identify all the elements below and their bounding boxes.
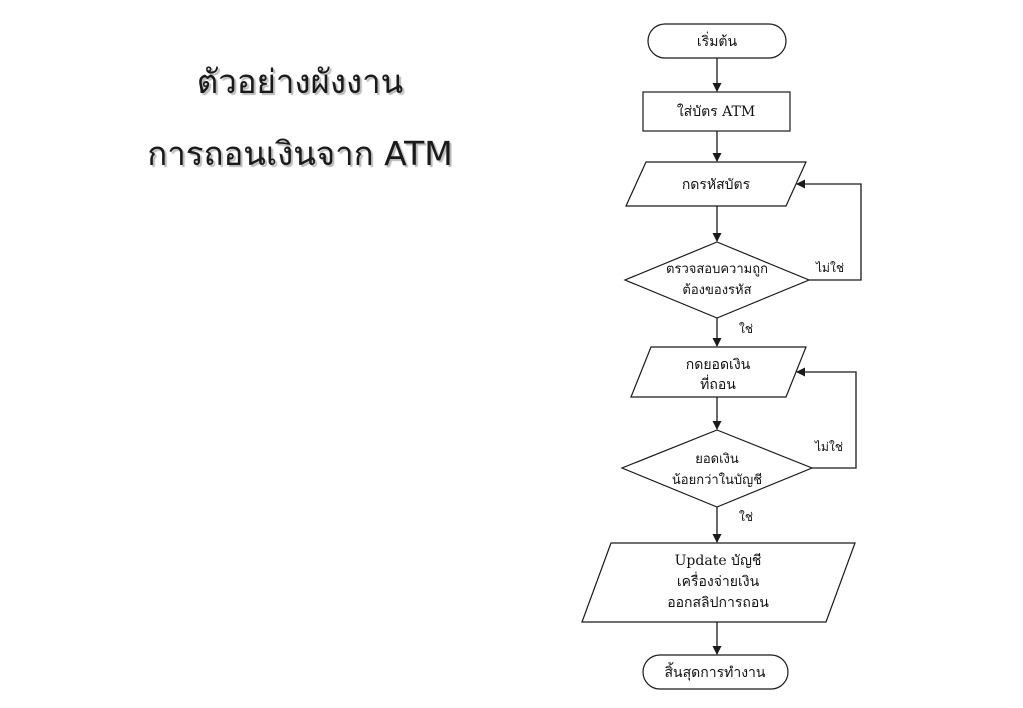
enter-amount-label-1: กดยอดเงิน [686, 357, 751, 373]
check-balance-decision: ยอดเงิน น้อยกว่าในบัญชี [620, 429, 814, 508]
update-output: Update บัญชี เครื่องจ่ายเงิน ออกสลิปการถ… [581, 542, 856, 623]
update-label-1: Update บัญชี [675, 553, 762, 569]
check-balance-label-2: น้อยกว่าในบัญชี [672, 472, 762, 488]
update-label-2: เครื่องจ่ายเงิน [677, 572, 760, 590]
loop-balance-insufficient [796, 367, 857, 469]
edge-label-no-1: ไม่ใช่ [815, 261, 844, 275]
start-terminator: เริ่มต้น [647, 23, 787, 59]
end-terminator: สิ้นสุดการทำงาน [642, 654, 789, 690]
start-label: เริ่มต้น [697, 32, 738, 50]
enter-pin-label: กดรหัสบัตร [682, 177, 751, 193]
enter-amount-input: กดยอดเงิน ที่ถอน [630, 346, 807, 398]
loop-pin-incorrect [796, 179, 862, 281]
check-balance-label-1: ยอดเงิน [695, 452, 739, 467]
check-pin-label-2: ต้องของรหัส [682, 283, 751, 298]
insert-card-label: ใส่บัตร ATM [677, 103, 755, 120]
update-label-3: ออกสลิปการถอน [667, 595, 769, 611]
insert-card-process: ใส่บัตร ATM [642, 91, 791, 132]
enter-amount-label-2: ที่ถอน [700, 375, 736, 393]
end-label: สิ้นสุดการทำงาน [665, 662, 766, 681]
enter-pin-input: กดรหัสบัตร [625, 161, 807, 207]
edge-label-yes-2: ใช่ [739, 510, 753, 524]
title-line-1: ตัวอย่างผังงาน [196, 62, 404, 101]
check-pin-decision: ตรวจสอบความถูก ต้องของรหัส [623, 241, 811, 319]
edge-label-yes-1: ใช่ [739, 322, 753, 336]
slide-title: ตัวอย่างผังงาน การถอนเงินจาก ATM [60, 46, 540, 190]
title-line-2: การถอนเงินจาก ATM [147, 134, 453, 173]
check-pin-label-1: ตรวจสอบความถูก [666, 262, 768, 277]
edge-label-no-2: ไม่ใช่ [814, 440, 843, 454]
